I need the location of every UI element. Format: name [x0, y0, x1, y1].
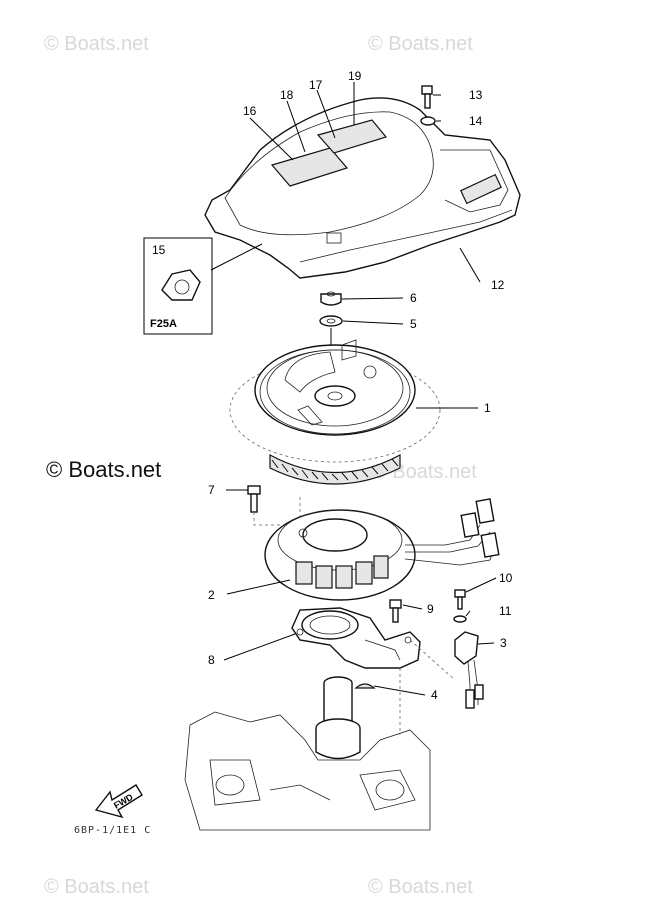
callout-1: 1	[484, 401, 491, 415]
callout-3: 3	[500, 636, 507, 650]
bolt-10	[454, 589, 466, 610]
washer-5	[319, 315, 343, 327]
bolt-7-guide	[253, 495, 301, 526]
watermark-top-left: © Boats.net	[44, 33, 149, 55]
part-code: 6BP-1/1E1 C	[74, 825, 152, 836]
callout-2: 2	[208, 588, 215, 602]
stator-base-plate	[291, 607, 421, 669]
bolt-7	[247, 485, 261, 513]
callout-4: 4	[431, 688, 438, 702]
callout-17: 17	[309, 78, 323, 92]
callout-13: 13	[469, 88, 483, 102]
callout-15: 15	[152, 243, 166, 257]
callout-9: 9	[427, 602, 434, 616]
callout-6: 6	[410, 291, 417, 305]
callout-8: 8	[208, 653, 215, 667]
nut-6	[320, 291, 342, 306]
callout-11: 11	[499, 604, 512, 618]
callout-5: 5	[410, 317, 417, 331]
callout-16: 16	[243, 104, 257, 118]
callout-14: 14	[469, 114, 483, 128]
flywheel-magneto	[229, 339, 441, 485]
crankshaft	[315, 676, 361, 760]
watermark-bottom-left: © Boats.net	[44, 876, 149, 898]
brand-watermark: © Boats.net	[46, 457, 162, 482]
fwd-arrow-icon: FWD	[94, 784, 143, 819]
callout-12: 12	[491, 278, 505, 292]
watermark-top-right: © Boats.net	[368, 33, 473, 55]
watermark-bottom-right: © Boats.net	[368, 876, 473, 898]
leader-lines	[210, 82, 497, 696]
callout-10: 10	[499, 571, 513, 585]
inset-label: F25A	[150, 318, 177, 330]
flywheel-cover	[204, 97, 521, 279]
callout-18: 18	[280, 88, 294, 102]
pulser-guide	[409, 639, 456, 681]
pulser-coil	[454, 631, 484, 709]
bolt-13	[421, 85, 433, 109]
washer-14	[420, 116, 436, 126]
stator-coil	[264, 498, 500, 601]
callout-7: 7	[208, 483, 215, 497]
callout-19: 19	[348, 69, 362, 83]
inset-box-15: F25A	[143, 237, 213, 335]
washer-11	[453, 615, 467, 623]
bolt-9	[389, 599, 402, 623]
engine-block-outline	[184, 711, 431, 831]
callout-numbers: 1 2 3 4 5 6 7 8 9 10 11 12 13 14 15 16 1…	[152, 69, 513, 702]
woodruff-key	[354, 683, 376, 689]
